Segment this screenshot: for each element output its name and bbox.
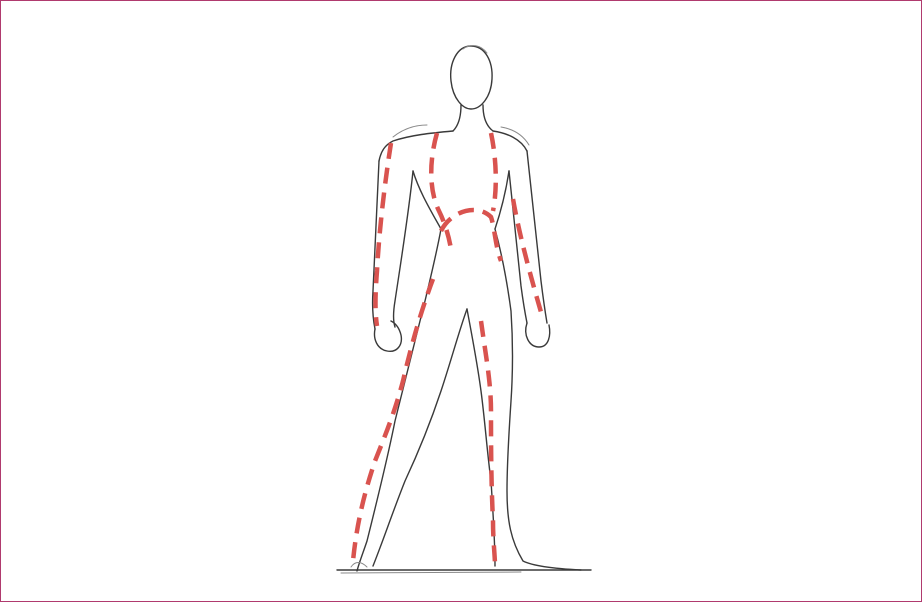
torso-outline (379, 125, 529, 229)
guide-left-arm (376, 143, 392, 326)
head-outline (451, 46, 493, 131)
right-arm-outline (509, 151, 550, 347)
guide-left-leg (353, 279, 433, 561)
legs-outline (351, 229, 581, 571)
guide-right-leg (481, 321, 495, 566)
ground-line (337, 570, 591, 573)
guide-chest-right (491, 133, 496, 211)
